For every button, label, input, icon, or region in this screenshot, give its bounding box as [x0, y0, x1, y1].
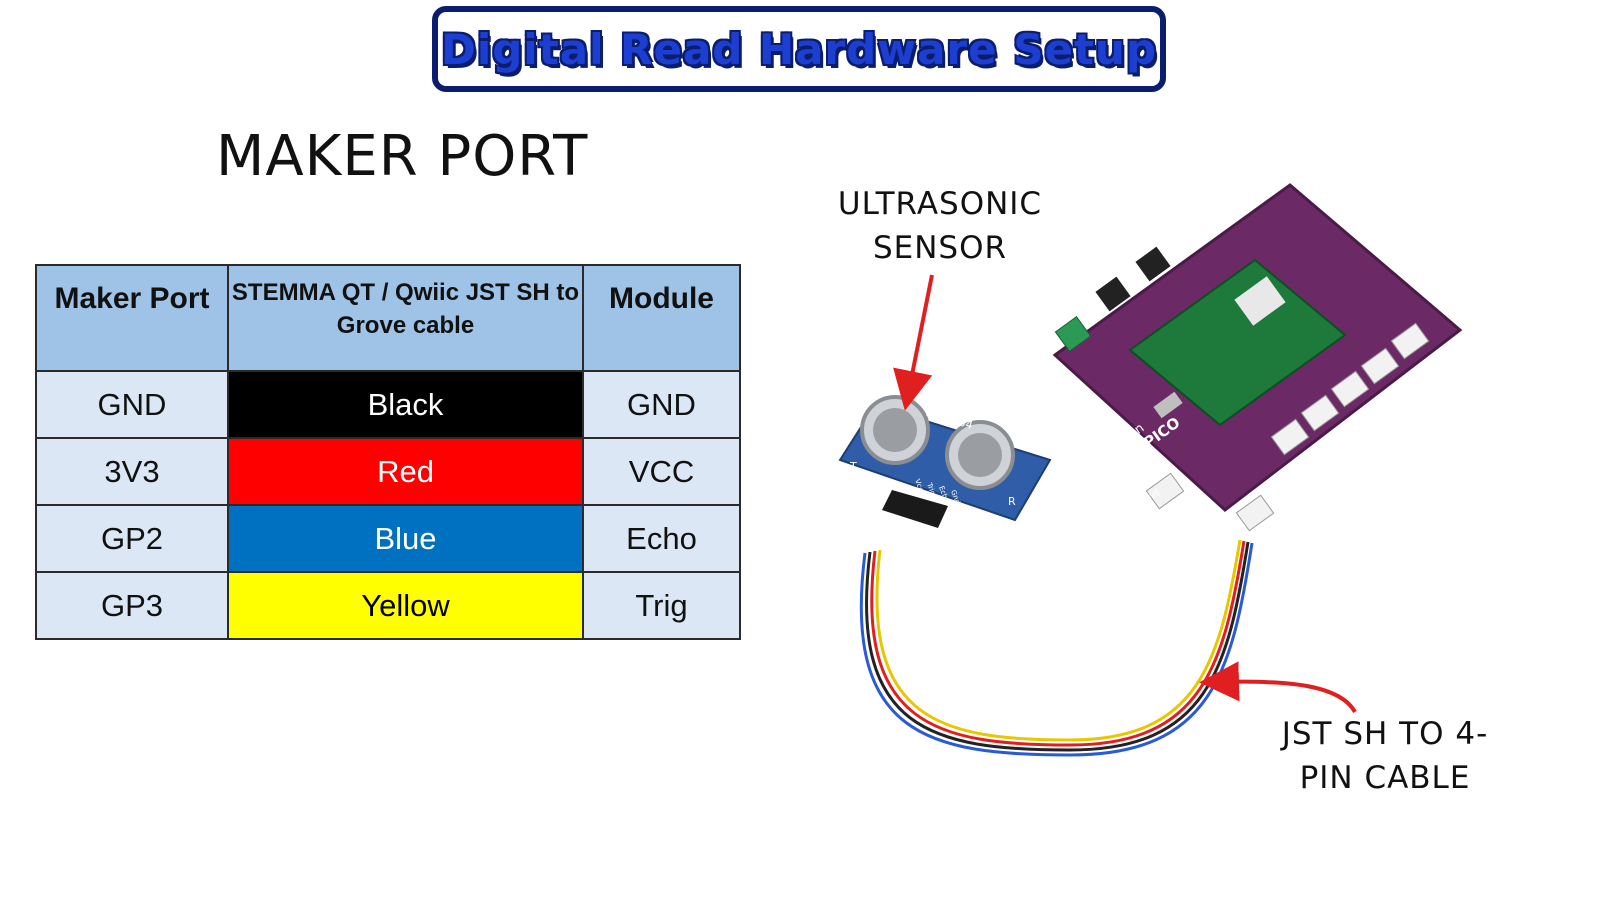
- ultrasonic-sensor: HC-SR04 T R Vcc Trig Echo Gnd: [838, 395, 1052, 528]
- grove-connector: [1330, 370, 1370, 408]
- page-title: Digital Read Hardware Setup: [440, 24, 1158, 74]
- cable-annotation: JST SH TO 4- PIN CABLE: [1255, 712, 1515, 800]
- cell-module: GND: [582, 370, 741, 439]
- grove-connector: [1300, 394, 1340, 432]
- pico-module: [1128, 258, 1347, 427]
- cell-wire-color: Black: [227, 370, 584, 439]
- grove-connector: [1390, 322, 1430, 360]
- cell-module: Trig: [582, 571, 741, 640]
- wiring-table: Maker Port STEMMA QT / Qwiic JST SH to G…: [35, 264, 741, 640]
- grove-connectors: [1145, 322, 1430, 532]
- sensor-header-connector: [882, 490, 948, 528]
- header-maker-port: Maker Port: [35, 264, 229, 372]
- grove-connector: [1360, 347, 1400, 385]
- wire-yellow: [875, 539, 1242, 742]
- wire-blue: [859, 542, 1254, 757]
- cable-annotation-line-1: JST SH TO 4-: [1281, 716, 1489, 752]
- robo-pico-board: Cytron ROBO PICO GROVE: [1052, 183, 1463, 532]
- table-header-row: Maker Port STEMMA QT / Qwiic JST SH to G…: [35, 264, 741, 372]
- cell-wire-color: Blue: [227, 504, 584, 573]
- table-row: 3V3 Red VCC: [35, 437, 741, 506]
- grove-connector: [1270, 418, 1310, 456]
- jst-grove-cable: [859, 539, 1254, 757]
- pin-label-vcc: Vcc: [913, 478, 925, 493]
- terminal-block: [1095, 276, 1131, 312]
- sensor-side-label-r: R: [1008, 495, 1016, 508]
- sensor-annotation-line-2: SENSOR: [872, 230, 1008, 266]
- header-cable: STEMMA QT / Qwiic JST SH to Grove cable: [227, 264, 584, 372]
- cell-port: GND: [35, 370, 229, 439]
- transducer-t-mesh: [873, 408, 917, 452]
- sensor-annotation: ULTRASONIC SENSOR: [820, 182, 1060, 270]
- sensor-side-label-t: T: [849, 460, 857, 473]
- title-banner: Digital Read Hardware Setup: [432, 6, 1166, 92]
- usb-port: [1153, 391, 1183, 419]
- cell-port: GP3: [35, 571, 229, 640]
- wire-black: [865, 541, 1250, 752]
- sensor-arrow: [893, 274, 934, 411]
- cell-port: GP2: [35, 504, 229, 573]
- terminal-block: [1054, 315, 1092, 353]
- cell-port: 3V3: [35, 437, 229, 506]
- header-module: Module: [582, 264, 741, 372]
- grove-connector: [1145, 472, 1185, 510]
- transducer-r-mesh: [958, 433, 1002, 477]
- hardware-illustration: Cytron ROBO PICO GROVE HC-SR04 T R Vcc T…: [838, 183, 1463, 757]
- cell-wire-color: Yellow: [227, 571, 584, 640]
- grove-connector: [1235, 494, 1275, 532]
- table-row: GND Black GND: [35, 370, 741, 439]
- cell-module: VCC: [582, 437, 741, 506]
- wire-red: [870, 540, 1246, 747]
- cable-arrow: [1199, 661, 1357, 714]
- terminal-block: [1135, 246, 1171, 282]
- pico-wireless-chip: [1234, 276, 1286, 326]
- section-heading: MAKER PORT: [216, 124, 589, 189]
- cell-module: Echo: [582, 504, 741, 573]
- cable-annotation-line-2: PIN CABLE: [1299, 760, 1471, 796]
- table-row: GP3 Yellow Trig: [35, 571, 741, 640]
- table-row: GP2 Blue Echo: [35, 504, 741, 573]
- cell-wire-color: Red: [227, 437, 584, 506]
- sensor-annotation-line-1: ULTRASONIC: [837, 186, 1043, 222]
